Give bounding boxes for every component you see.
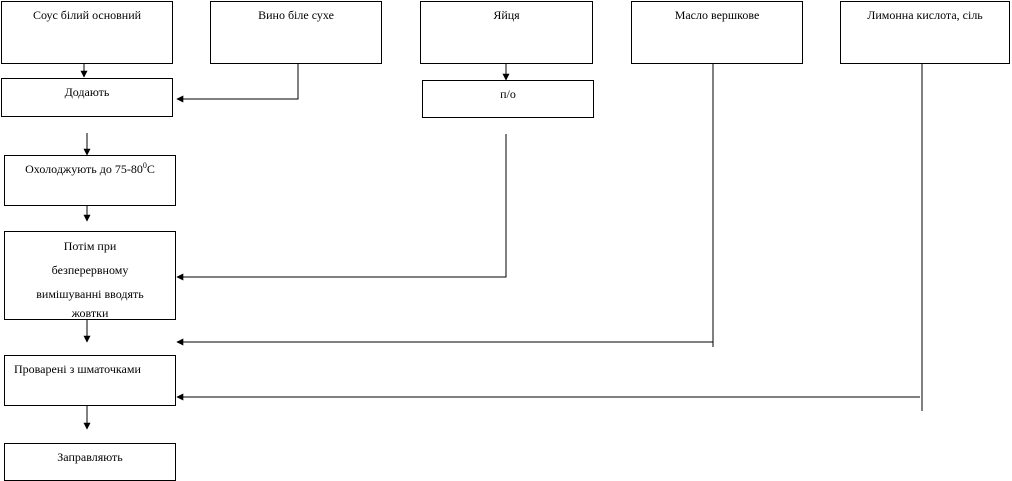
ingredient-acid-label: Лимонна кислота, сіль bbox=[867, 8, 983, 22]
step-yolk-label: п/о bbox=[500, 87, 516, 101]
step-stir-line-3: вимішуванні вводять bbox=[36, 287, 144, 301]
ingredient-eggs-box: Яйця bbox=[420, 1, 593, 64]
ingredient-wine-box: Вино біле сухе bbox=[210, 1, 382, 64]
ingredient-butter-label: Масло вершкове bbox=[674, 8, 760, 22]
step-stir-line-2: безперервному bbox=[51, 263, 129, 277]
ingredient-butter-box: Масло вершкове bbox=[631, 1, 803, 64]
arrow-yolk-to-stir bbox=[176, 134, 507, 281]
ingredient-wine-label: Вино біле сухе bbox=[258, 8, 334, 22]
arrow-wine-to-add bbox=[176, 58, 299, 103]
ingredient-acid-box: Лимонна кислота, сіль bbox=[840, 1, 1010, 64]
ingredient-eggs-label: Яйця bbox=[493, 8, 520, 22]
ingredient-sauce-label: Соус білий основний bbox=[32, 8, 142, 22]
step-yolk-box: п/о bbox=[422, 80, 594, 118]
step-add-box: Додають bbox=[1, 78, 173, 117]
step-cool-label: Охолоджують до 75-800С bbox=[25, 161, 155, 177]
step-season-box: Заправляють bbox=[4, 443, 176, 481]
step-cooked-box: Проварені з шматочками bbox=[4, 355, 176, 406]
step-stir-line-1: Потім при bbox=[63, 239, 117, 253]
step-stir-box: Потім при безперервному вимішуванні ввод… bbox=[4, 231, 176, 320]
ingredient-sauce-box: Соус білий основний bbox=[1, 1, 173, 64]
arrow-butter-to-flow bbox=[176, 46, 714, 347]
step-stir-line-4: жовтки bbox=[71, 306, 109, 320]
step-cool-box: Охолоджують до 75-800С bbox=[4, 155, 176, 206]
step-cooked-label: Проварені з шматочками bbox=[14, 362, 141, 376]
step-season-label: Заправляють bbox=[57, 450, 123, 464]
step-add-label: Додають bbox=[64, 85, 110, 99]
